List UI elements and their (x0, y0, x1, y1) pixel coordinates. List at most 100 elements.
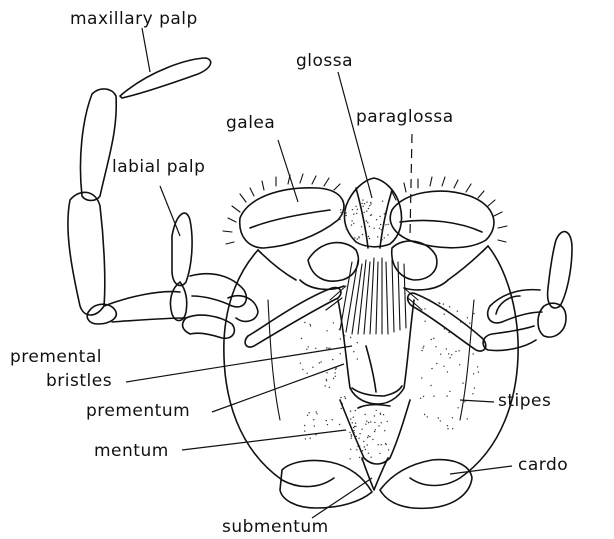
stipple-dot (473, 353, 474, 354)
stipple-dot (340, 353, 341, 354)
label-prementum: prementum (86, 401, 190, 421)
stipple-dot (351, 220, 352, 221)
stipple-dot (313, 419, 314, 420)
stipple-dot (344, 208, 345, 209)
label-stipes: stipes (498, 391, 551, 411)
stipple-dot (353, 430, 354, 431)
stipple-dot (309, 324, 310, 325)
stipple-dot (310, 438, 311, 439)
stipple-dot (361, 429, 362, 430)
stipple-dot (357, 342, 358, 343)
stipple-dot (374, 431, 375, 432)
stipple-dot (365, 424, 366, 425)
stipple-dot (478, 371, 479, 372)
stipple-dot (340, 212, 341, 213)
stipple-dot (464, 401, 465, 402)
stipple-dot (359, 433, 360, 434)
stipple-dot (364, 203, 365, 204)
stipple-dot (427, 416, 428, 417)
stipple-dot (355, 410, 356, 411)
stipple-dot (447, 425, 448, 426)
stipple-dot (345, 398, 346, 399)
leader-prementum (212, 364, 344, 412)
stipple-dot (356, 449, 357, 450)
stipple-dot (340, 209, 341, 210)
stipple-dot (352, 209, 353, 210)
stipple-dot (379, 216, 380, 217)
stipple-dot (355, 206, 356, 207)
stipple-dot (326, 372, 327, 373)
stipple-dot (421, 350, 422, 351)
stipple-dot (365, 449, 366, 450)
stipple-dot (367, 222, 368, 223)
stipple-dot (302, 369, 303, 370)
label-premental: premental (10, 347, 102, 367)
stipple-dot (452, 417, 453, 418)
stipple-dot (436, 363, 437, 364)
stipple-dot (350, 449, 351, 450)
stipple-dot (433, 338, 434, 339)
stipple-dot (384, 430, 385, 431)
glossa-drawing (344, 178, 401, 248)
leader-labial-palp (160, 186, 180, 236)
stipple-dot (444, 328, 445, 329)
stipple-dot (421, 377, 422, 378)
stipple-dot (362, 206, 363, 207)
stipple-dot (339, 424, 340, 425)
stipple-dot (440, 420, 441, 421)
stipple-dot (339, 329, 340, 330)
stipple-dot (366, 201, 367, 202)
leader-maxillary-palp (142, 28, 150, 72)
stipple-dot (368, 236, 369, 237)
stipple-dot (353, 417, 354, 418)
stipple-dot (325, 385, 326, 386)
stipple-dot (353, 223, 354, 224)
label-labial-palp: labial palp (112, 157, 205, 177)
stipple-dot (370, 457, 371, 458)
stipple-dot (422, 347, 423, 348)
label-cardo: cardo (518, 455, 568, 475)
stipple-dot (369, 238, 370, 239)
stipple-dot (333, 322, 334, 323)
stipple-dot (381, 239, 382, 240)
stipple-dot (370, 421, 371, 422)
stipple-dot (351, 434, 352, 435)
stipple-dot (443, 303, 444, 304)
stipple-dot (310, 325, 311, 326)
stipple-dot (359, 445, 360, 446)
stipple-dot (344, 205, 345, 206)
stipple-dot (305, 438, 306, 439)
stipple-dot (473, 373, 474, 374)
stipple-dot (370, 203, 371, 204)
label-bristles: bristles (46, 371, 112, 391)
stipple-dot (358, 438, 359, 439)
stipple-dot (383, 414, 384, 415)
stipple-dot (342, 403, 343, 404)
stipple-dot (368, 422, 369, 423)
stipple-dot (314, 425, 315, 426)
stipple-dot (423, 346, 424, 347)
stipple-dot (357, 209, 358, 210)
stipple-dot (435, 346, 436, 347)
stipple-dot (467, 418, 468, 419)
stipple-dot (365, 414, 366, 415)
stipple-dot (379, 453, 380, 454)
stipple-dot (431, 339, 432, 340)
stipple-dot (332, 419, 333, 420)
stipple-dot (362, 199, 363, 200)
stipple-dot (448, 353, 449, 354)
stipple-dot (332, 359, 333, 360)
stipple-dot (354, 426, 355, 427)
stipple-dot (315, 348, 316, 349)
stipple-dot (312, 367, 313, 368)
stipple-dot (363, 212, 364, 213)
stipple-dot (459, 364, 460, 365)
stipple-dot (462, 382, 463, 383)
stipple-dot (349, 432, 350, 433)
stipple-dot (460, 321, 461, 322)
stipple-dot (433, 396, 434, 397)
stipple-dot (344, 335, 345, 336)
stipple-dot (345, 212, 346, 213)
stipple-dot (363, 441, 364, 442)
stipple-dot (320, 361, 321, 362)
